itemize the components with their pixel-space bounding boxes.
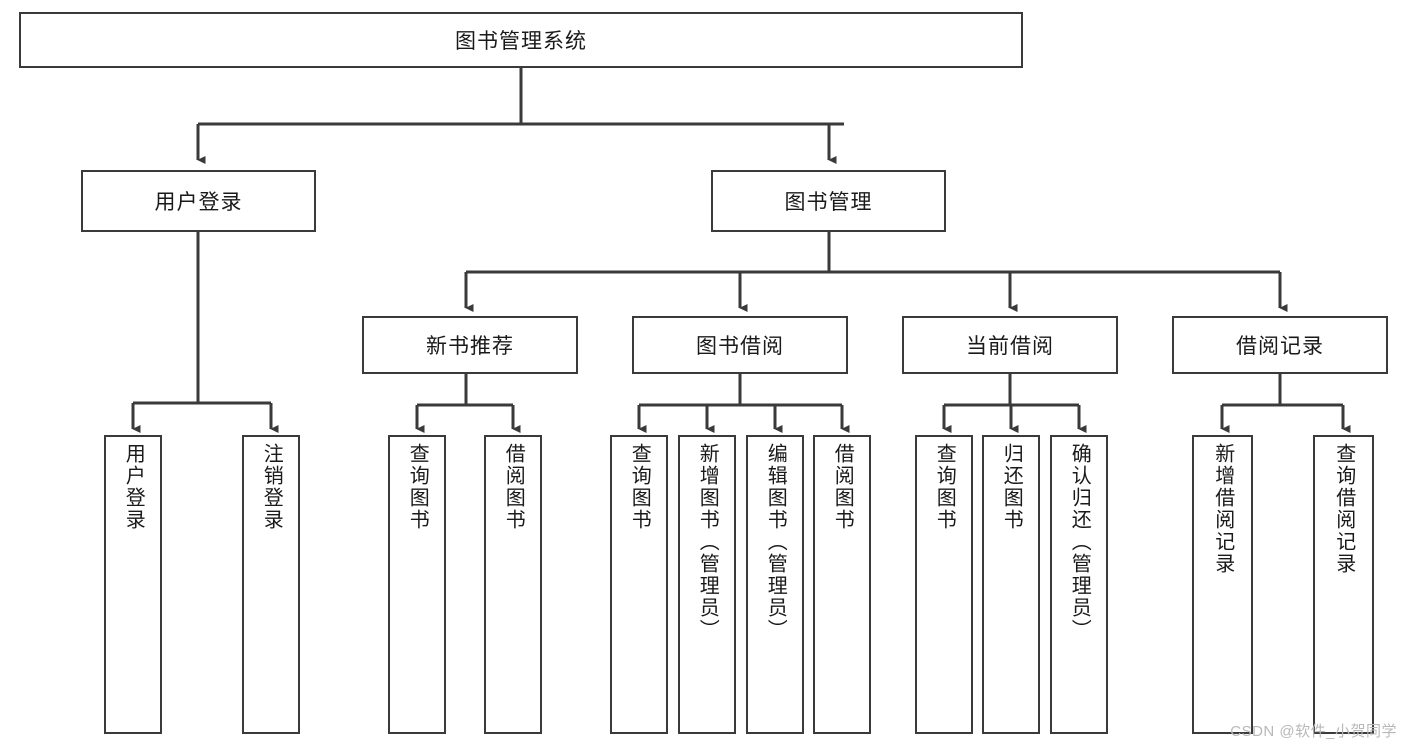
- node-new-book-rec-label: 新书推荐: [426, 335, 514, 358]
- node-borrow-record[interactable]: 借阅记录: [1172, 316, 1388, 374]
- node-root-label: 图书管理系统: [455, 30, 587, 53]
- node-book-manage-label: 图书管理: [784, 191, 873, 214]
- node-leaf-confirm-return-label: 确认归还（管理员）: [1068, 443, 1091, 641]
- node-current-borrow-label: 当前借阅: [966, 335, 1054, 358]
- node-leaf-query-book-2[interactable]: 查询图书: [610, 435, 668, 734]
- node-leaf-query-record[interactable]: 查询借阅记录: [1313, 435, 1374, 734]
- node-leaf-borrow-book-2-label: 借阅图书: [831, 443, 854, 531]
- node-current-borrow[interactable]: 当前借阅: [902, 316, 1118, 374]
- node-leaf-borrow-book-1-label: 借阅图书: [502, 443, 525, 531]
- node-leaf-query-record-label: 查询借阅记录: [1332, 443, 1355, 575]
- node-leaf-user-logout-label: 注销登录: [260, 443, 283, 531]
- node-leaf-query-book-1-label: 查询图书: [406, 443, 429, 531]
- node-leaf-user-logout[interactable]: 注销登录: [242, 435, 300, 734]
- node-leaf-confirm-return[interactable]: 确认归还（管理员）: [1050, 435, 1108, 734]
- node-leaf-user-login[interactable]: 用户登录: [104, 435, 162, 734]
- node-leaf-query-book-1[interactable]: 查询图书: [388, 435, 446, 734]
- csdn-watermark: CSDN @软件_小贺同学: [1230, 723, 1397, 740]
- node-leaf-add-record-label: 新增借阅记录: [1211, 443, 1234, 575]
- node-user-login-label: 用户登录: [154, 191, 243, 214]
- node-new-book-rec[interactable]: 新书推荐: [362, 316, 578, 374]
- node-leaf-return-book[interactable]: 归还图书: [982, 435, 1040, 734]
- node-leaf-borrow-book-2[interactable]: 借阅图书: [813, 435, 871, 734]
- node-leaf-return-book-label: 归还图书: [1000, 443, 1023, 531]
- node-leaf-edit-book-label: 编辑图书（管理员）: [764, 443, 787, 641]
- node-leaf-add-record[interactable]: 新增借阅记录: [1192, 435, 1253, 734]
- node-leaf-query-book-3[interactable]: 查询图书: [915, 435, 973, 734]
- node-leaf-borrow-book-1[interactable]: 借阅图书: [484, 435, 542, 734]
- node-borrow-record-label: 借阅记录: [1236, 335, 1324, 358]
- node-leaf-query-book-2-label: 查询图书: [628, 443, 651, 531]
- node-leaf-add-book[interactable]: 新增图书（管理员）: [678, 435, 736, 734]
- node-leaf-user-login-label: 用户登录: [122, 443, 145, 531]
- node-leaf-add-book-label: 新增图书（管理员）: [696, 443, 719, 641]
- node-user-login[interactable]: 用户登录: [81, 170, 316, 232]
- node-book-borrow-label: 图书借阅: [696, 335, 784, 358]
- node-book-borrow[interactable]: 图书借阅: [632, 316, 848, 374]
- node-book-manage[interactable]: 图书管理: [711, 170, 946, 232]
- node-leaf-query-book-3-label: 查询图书: [933, 443, 956, 531]
- node-leaf-edit-book[interactable]: 编辑图书（管理员）: [746, 435, 804, 734]
- node-root[interactable]: 图书管理系统: [19, 12, 1023, 68]
